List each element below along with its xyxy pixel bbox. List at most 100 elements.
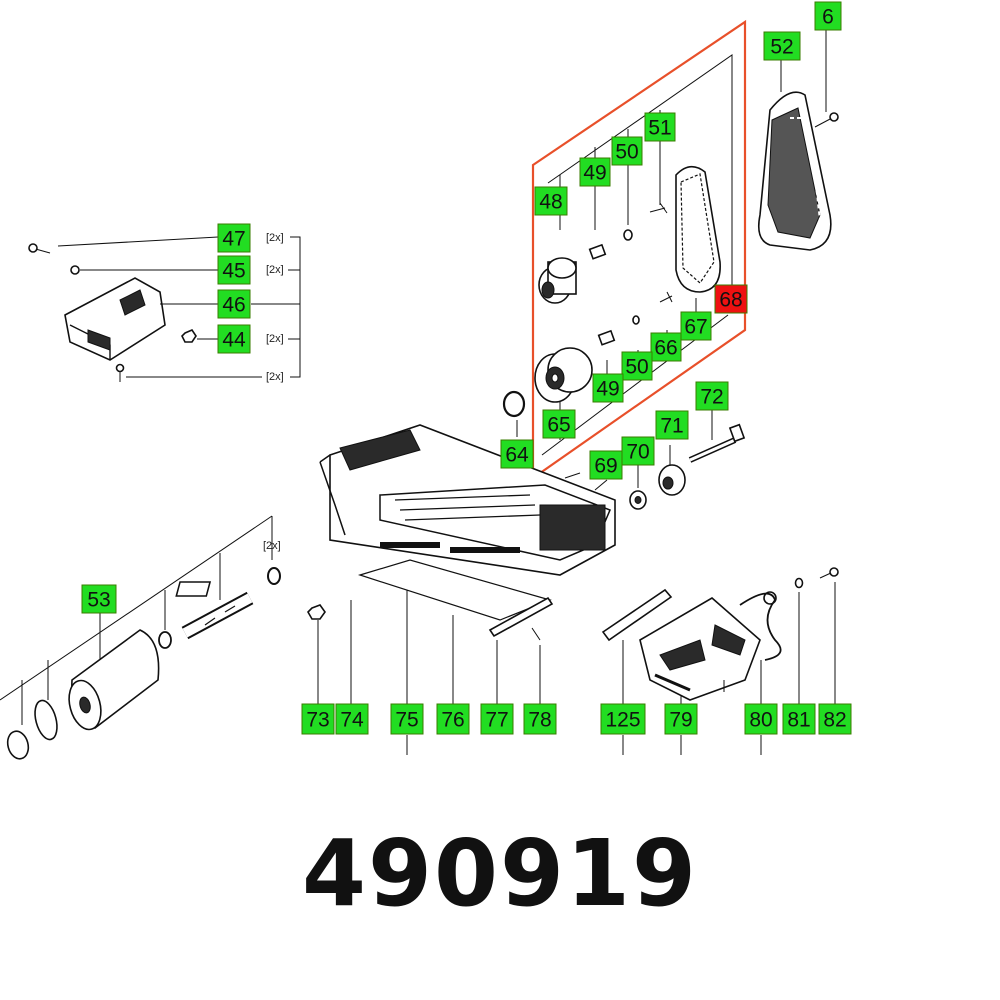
part-label-51: 51: [644, 112, 676, 142]
part-label-48: 48: [534, 186, 568, 216]
belt-cover: [757, 91, 832, 251]
part-label-box: [695, 381, 729, 411]
knob-71: [658, 464, 686, 496]
part-label-text: 65: [547, 414, 570, 437]
screw-69: [564, 472, 581, 479]
kit-frame: [531, 19, 747, 481]
strip-125: [601, 588, 673, 642]
part-label-72: 72: [695, 381, 729, 411]
part-label-text: 71: [660, 415, 683, 438]
part-label-box: [655, 410, 689, 440]
toothed-belt: [675, 165, 721, 293]
part-label-44: 44: [217, 324, 251, 354]
part-label-box: [664, 703, 698, 735]
part-label-82: 82: [818, 703, 852, 735]
part-label-box: [621, 351, 653, 381]
part-label-text: 49: [596, 378, 619, 401]
qty-spacer: [2x]: [263, 540, 281, 552]
nut-44: [181, 329, 197, 343]
strip-77: [488, 596, 554, 638]
part-labels: 6525150494847454644686766504965647271706…: [81, 1, 852, 735]
part-label-box: [621, 436, 655, 466]
part-label-68: 68: [714, 284, 748, 314]
part-label-box: [814, 1, 842, 31]
part-label-49b: 49: [592, 373, 624, 403]
part-label-box: [579, 157, 611, 187]
screw-66: [659, 291, 673, 303]
left-lead-lines: [57, 236, 301, 378]
part-label-74: 74: [335, 703, 369, 735]
part-label-box: [500, 439, 534, 469]
part-label-box: [744, 703, 778, 735]
part-label-77: 77: [480, 703, 514, 735]
part-label-box: [714, 284, 748, 314]
part-label-76: 76: [436, 703, 470, 735]
part-label-text: 73: [306, 709, 329, 732]
screw-78: [531, 627, 541, 641]
bottom-lead-lines: [317, 582, 836, 755]
part-label-box: [782, 703, 816, 735]
part-label-box: [217, 223, 251, 253]
part-label-text: 6: [822, 6, 834, 29]
end-housing: [639, 597, 761, 701]
part-label-52: 52: [763, 31, 801, 61]
part-label-text: 49: [583, 162, 606, 185]
part-label-text: 74: [340, 709, 364, 732]
part-label-70: 70: [621, 436, 655, 466]
part-label-50b: 50: [621, 351, 653, 381]
part-label-78: 78: [523, 703, 557, 735]
part-label-text: 77: [485, 709, 508, 732]
part-label-box: [542, 409, 576, 439]
part-label-box: [217, 289, 251, 319]
screw-6: [814, 117, 833, 128]
washer-45: [70, 265, 80, 275]
part-label-box: [301, 703, 335, 735]
part-label-text: 44: [222, 329, 246, 352]
part-label-6: 6: [814, 1, 842, 31]
part-label-text: 53: [87, 589, 110, 612]
part-label-125: 125: [600, 703, 646, 735]
center-lead-lines: [516, 410, 713, 491]
part-label-box: [644, 112, 676, 142]
part-label-text: 46: [222, 294, 245, 317]
part-label-49a: 49: [579, 157, 611, 187]
part-label-64: 64: [500, 439, 534, 469]
part-label-box: [650, 332, 682, 362]
part-label-text: 69: [594, 455, 617, 478]
gear-disc: [6, 699, 58, 760]
roller-drum: [68, 629, 160, 731]
washer-50b: [632, 315, 640, 325]
part-label-text: 48: [539, 191, 562, 214]
part-label-47: 47: [217, 223, 251, 253]
part-label-box: [534, 186, 568, 216]
part-label-text: 67: [684, 316, 707, 339]
qty-bottom-screw: [2x]: [266, 371, 284, 383]
part-label-50a: 50: [611, 136, 643, 166]
part-label-box: [217, 324, 251, 354]
part-label-box: [763, 31, 801, 61]
part-label-text: 72: [700, 386, 723, 409]
part-label-box: [592, 373, 624, 403]
part-label-67: 67: [680, 311, 712, 341]
part-label-box: [589, 450, 623, 480]
part-label-53: 53: [81, 584, 117, 614]
nut-49a: [588, 243, 607, 260]
roller-lead-lines: [0, 515, 273, 725]
washer-81: [794, 577, 804, 589]
part-label-45: 45: [217, 255, 251, 285]
part-label-box: [217, 255, 251, 285]
part-label-75: 75: [390, 703, 424, 735]
part-label-65: 65: [542, 409, 576, 439]
part-label-text: 50: [625, 356, 648, 379]
part-number-title: 490919: [301, 820, 699, 927]
part-label-text: 52: [770, 36, 793, 59]
bolt-72: [688, 423, 746, 463]
part-label-text: 75: [395, 709, 418, 732]
part-label-box: [335, 703, 369, 735]
part-label-text: 70: [626, 441, 649, 464]
part-label-box: [390, 703, 424, 735]
part-label-73: 73: [301, 703, 335, 735]
part-label-81: 81: [782, 703, 816, 735]
part-label-80: 80: [744, 703, 778, 735]
